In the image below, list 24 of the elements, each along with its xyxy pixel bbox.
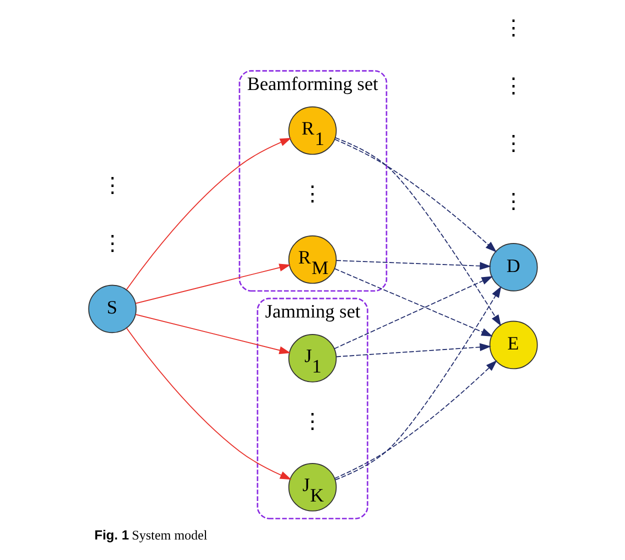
- label: ⋮: [502, 15, 524, 40]
- label: ⋮: [502, 189, 524, 214]
- label: ⋮: [502, 73, 524, 98]
- caption: Fig. 1 System model: [94, 528, 207, 543]
- label: ⋮: [101, 230, 122, 255]
- node-circle: S: [88, 284, 136, 334]
- node-circle: E: [488, 320, 538, 370]
- arrow: [333, 276, 492, 350]
- arrow: [334, 138, 496, 252]
- arrow: [334, 360, 497, 479]
- arrow: [334, 268, 492, 336]
- label: ⋮: [101, 172, 122, 197]
- arrow: [126, 328, 291, 480]
- arrow: [334, 286, 501, 480]
- node-circle: D: [488, 243, 538, 292]
- arrow: [335, 260, 491, 270]
- label: ⋮: [302, 181, 323, 206]
- arrow: [134, 264, 290, 304]
- arrow: [134, 314, 290, 354]
- arrow: [126, 138, 291, 290]
- arrow: [334, 137, 501, 326]
- label: ⋮: [302, 409, 323, 434]
- label: ⋮: [502, 131, 524, 156]
- arrow: [335, 343, 491, 358]
